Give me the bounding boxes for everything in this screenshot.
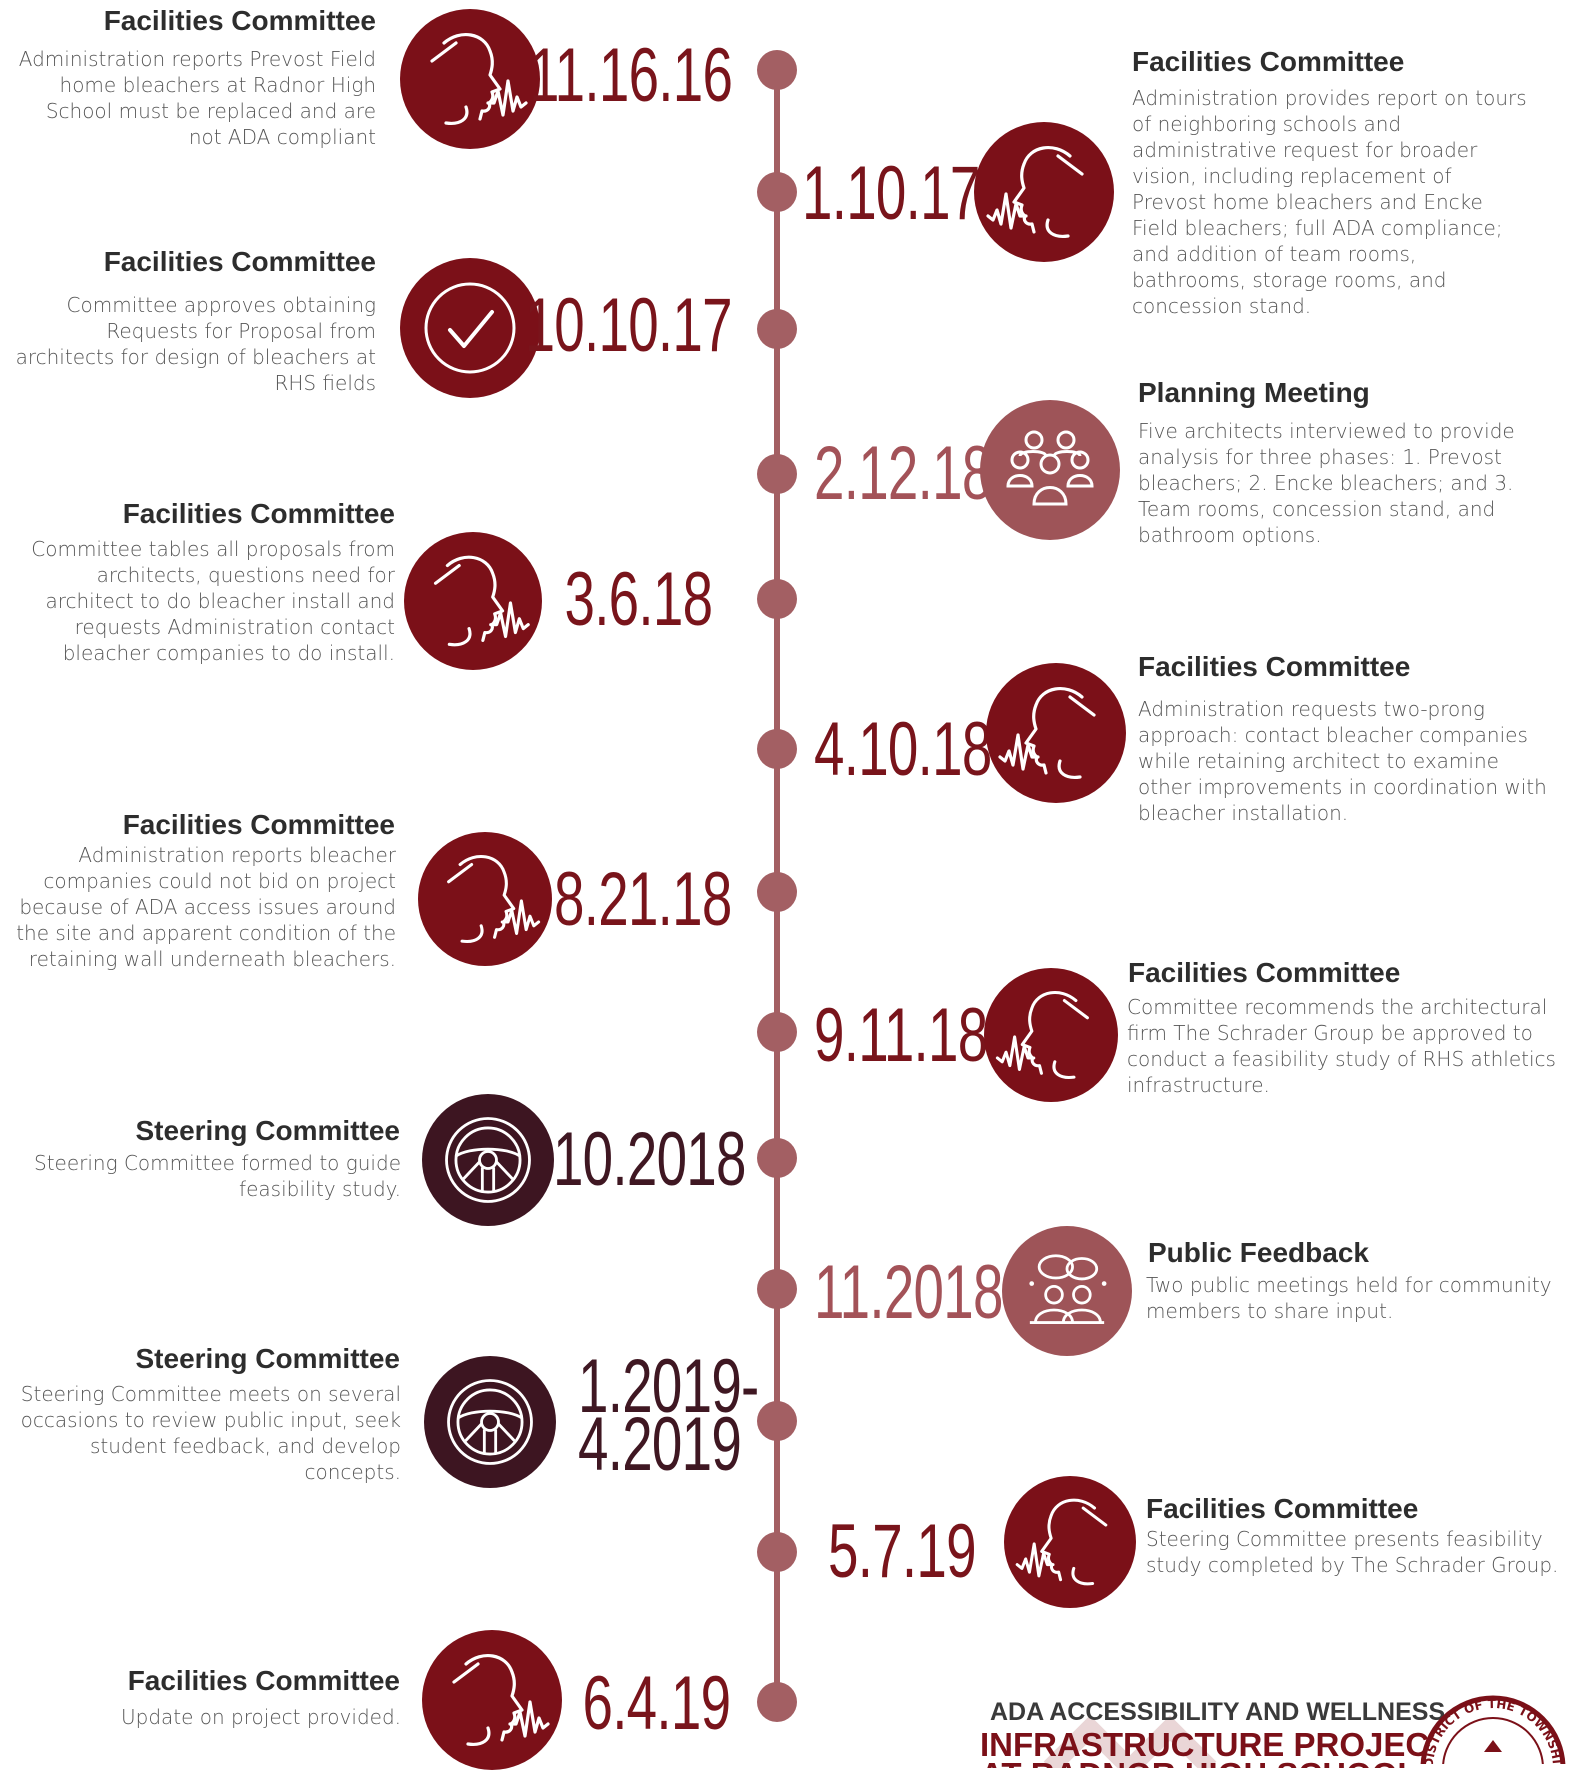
event-date: 9.11.18: [814, 993, 988, 1078]
timeline-dot: [757, 1401, 797, 1441]
event-description: Administration reports bleacher companie…: [16, 843, 396, 971]
event-date: 5.7.19: [828, 1509, 977, 1594]
event-date: 10.10.17: [524, 283, 733, 368]
event-date: 4.10.18: [814, 707, 992, 792]
timeline-dot: [757, 729, 797, 769]
event-description: Committee approves obtaining Requests fo…: [15, 293, 376, 395]
timeline-dot: [757, 454, 797, 494]
speaking-head-icon: [418, 832, 552, 966]
event-title: Facilities Committee: [1138, 651, 1411, 682]
timeline-dot: [757, 872, 797, 912]
event-title: Planning Meeting: [1138, 377, 1370, 408]
discussion-icon: [1002, 1226, 1132, 1356]
event-description: Administration provides report on tours …: [1132, 86, 1527, 318]
event-title: Steering Committee: [135, 1343, 401, 1374]
timeline-dot: [757, 309, 797, 349]
event-description: Committee recommends the architectural f…: [1127, 995, 1556, 1097]
timeline-dot: [757, 172, 797, 212]
steering-wheel-icon: [422, 1094, 554, 1226]
event-title: Facilities Committee: [127, 1665, 400, 1696]
timeline-dot: [757, 1532, 797, 1572]
event-date: 1.10.17: [802, 151, 980, 236]
event-date: 6.4.19: [582, 1661, 731, 1746]
event-description: Steering Committee formed to guide feasi…: [34, 1151, 401, 1201]
event-description: Update on project provided.: [121, 1705, 401, 1729]
event-date: 1.2019- 4.2019: [578, 1344, 759, 1487]
timeline-dot: [757, 1682, 797, 1722]
event-title: Facilities Committee: [1128, 957, 1401, 988]
event-title: Facilities Committee: [103, 246, 376, 277]
timeline-dot: [757, 1138, 797, 1178]
speaking-head-icon: [422, 1630, 562, 1770]
event-title: Facilities Committee: [122, 809, 395, 840]
event-title: Public Feedback: [1148, 1237, 1369, 1268]
speaking-head-icon: [1004, 1476, 1136, 1608]
event-description: Two public meetings held for community m…: [1146, 1273, 1552, 1323]
speaking-head-icon: [986, 663, 1126, 803]
event-title: Facilities Committee: [103, 5, 376, 36]
event-description: Committee tables all proposals from arch…: [31, 537, 395, 665]
event-description: Administration reports Prevost Field hom…: [18, 47, 376, 149]
timeline-dot: [757, 1269, 797, 1309]
event-title: Facilities Committee: [1146, 1493, 1419, 1524]
event-title: Facilities Committee: [122, 498, 395, 529]
timeline-dot: [757, 50, 797, 90]
event-date: 11.2018: [814, 1250, 1003, 1335]
group-icon: [980, 400, 1120, 540]
event-title: Facilities Committee: [1132, 46, 1405, 77]
footer-title-line3: AT RADNOR HIGH SCHOOL: [980, 1758, 1410, 1768]
event-title: Steering Committee: [135, 1115, 401, 1146]
speaking-head-icon: [984, 968, 1118, 1102]
event-date: 8.21.18: [554, 857, 732, 942]
event-description: Steering Committee meets on several occa…: [20, 1382, 401, 1484]
watermark-graphic: [1043, 1715, 1217, 1768]
timeline-dot: [757, 579, 797, 619]
timeline-dot: [757, 1012, 797, 1052]
event-date: 3.6.18: [564, 557, 713, 642]
event-date: 2.12.18: [814, 431, 992, 516]
steering-wheel-icon: [424, 1356, 556, 1488]
speaking-head-icon: [400, 9, 540, 149]
event-description: Steering Committee presents feasibility …: [1146, 1527, 1559, 1577]
school-district-seal-logo: DISTRICT OF THE TOWNSHIP OF RADNOR: [1418, 1692, 1566, 1764]
event-description: Five architects interviewed to provide a…: [1138, 419, 1515, 547]
speaking-head-icon: [404, 532, 542, 670]
footer-subtitle: ADA ACCESSIBILITY AND WELLNESS: [990, 1698, 1446, 1726]
event-date: 10.2018: [553, 1117, 746, 1202]
speaking-head-icon: [974, 122, 1114, 262]
checkmark-icon: [400, 258, 540, 398]
event-description: Administration requests two-prong approa…: [1138, 697, 1547, 825]
footer-title: INFRASTRUCTURE PROJECT: [980, 1726, 1450, 1763]
event-date: 11.16.16: [528, 33, 733, 118]
